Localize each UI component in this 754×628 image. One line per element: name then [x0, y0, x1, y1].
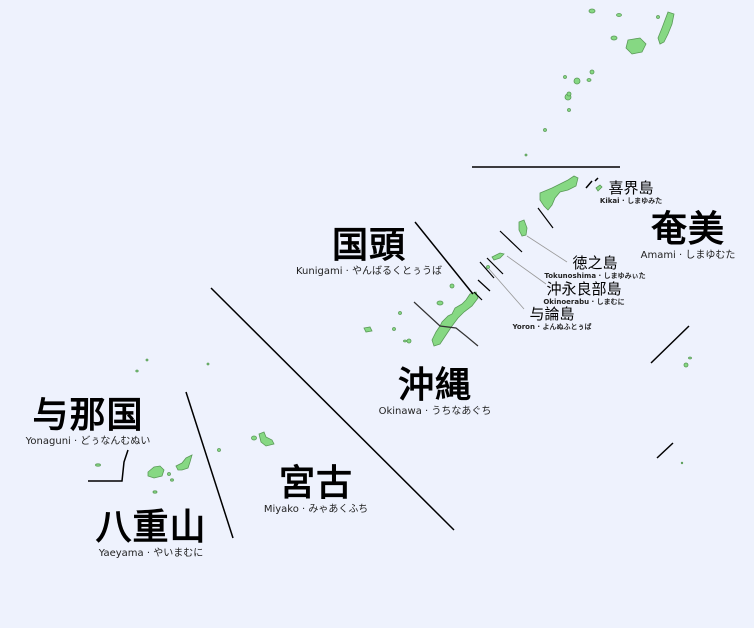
region-label-miyako: 宮古 Miyako · みゃあくふち — [256, 464, 376, 516]
island-kikai-reading: Kikai · しまゆみた — [599, 197, 663, 205]
island-label-tokunoshima: 徳之島 Tokunoshima · しまゆみぃた — [542, 254, 648, 281]
island-iriomote — [147, 465, 165, 479]
leader-lines — [488, 235, 568, 310]
islands-land — [95, 8, 692, 494]
region-kunigami-kanji: 国頭 — [331, 225, 406, 266]
island-amami-oshima — [539, 175, 579, 211]
region-label-okinawa: 沖縄 Okinawa · うちなあぐち — [370, 366, 500, 418]
region-label-yaeyama: 八重山 Yaeyama · やいまむに — [86, 508, 216, 560]
island-okinoerabu-kanji: 沖永良部島 — [546, 280, 622, 298]
region-miyako-kanji: 宮古 — [278, 463, 353, 504]
region-label-kunigami: 国頭 Kunigami · やんばるくとぅうば — [286, 226, 452, 278]
region-yonaguni-reading: Yonaguni · どぅなんむぬい — [25, 436, 151, 447]
island-yoron-reading: Yoron · よんぬふとぅば — [512, 323, 592, 331]
island-miyako — [258, 431, 275, 447]
region-yaeyama-kanji: 八重山 — [95, 507, 207, 548]
island-ishigaki — [175, 454, 193, 471]
island-okinawa — [431, 291, 479, 347]
island-label-yoron: 与論島 Yoron · よんぬふとぅば — [504, 305, 600, 332]
island-tokunoshima-reading: Tokunoshima · しまゆみぃた — [544, 272, 646, 280]
region-yaeyama-reading: Yaeyama · やいまむに — [98, 548, 204, 559]
island-kikai-kanji: 喜界島 — [608, 179, 654, 197]
island-okinoerabu — [491, 252, 505, 261]
island-tokunoshima-kanji: 徳之島 — [572, 254, 618, 272]
region-label-yonaguni: 与那国 Yonaguni · どぅなんむぬい — [18, 396, 158, 448]
region-amami-kanji: 奄美 — [650, 209, 725, 250]
region-label-amami: 奄美 Amami · しまゆむた — [628, 210, 748, 262]
region-okinawa-reading: Okinawa · うちなあぐち — [378, 406, 492, 417]
dialect-boundaries — [88, 166, 690, 539]
region-yonaguni-kanji: 与那国 — [32, 395, 144, 436]
island-label-kikai: 喜界島 Kikai · しまゆみた — [596, 179, 666, 206]
island-yoron-kanji: 与論島 — [529, 305, 575, 323]
region-kunigami-reading: Kunigami · やんばるくとぅうば — [295, 266, 443, 277]
island-yakushima-area — [657, 11, 675, 45]
island-tokunoshima — [518, 219, 528, 237]
region-miyako-reading: Miyako · みゃあくふち — [263, 504, 369, 515]
island-kumejima — [363, 326, 373, 333]
region-amami-reading: Amami · しまゆむた — [640, 250, 736, 261]
region-okinawa-kanji: 沖縄 — [397, 365, 472, 406]
island-okinoerabu-reading: Okinoerabu · しまむに — [543, 298, 625, 306]
island-tanegashima-area — [625, 37, 647, 55]
island-kikai — [595, 184, 603, 192]
island-label-okinoerabu: 沖永良部島 Okinoerabu · しまむに — [534, 280, 634, 307]
